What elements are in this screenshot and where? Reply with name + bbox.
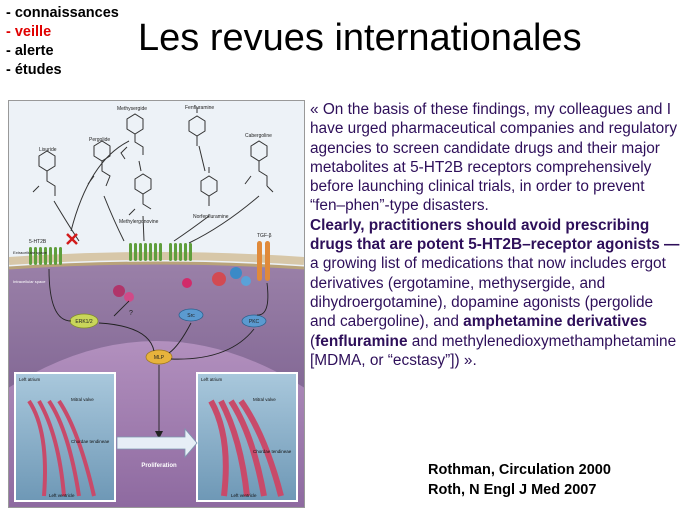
topic-list: - connaissances - veille - alerte - étud… xyxy=(6,4,119,80)
label-left-atrium-b: Left atrium xyxy=(201,377,223,382)
label-src: Src xyxy=(187,313,195,319)
quote-text: « On the basis of these findings, my col… xyxy=(310,100,682,370)
drug-structures xyxy=(32,107,274,216)
topic-veille: - veille xyxy=(6,24,52,40)
label-norfenfluramine: Norfenfluramine xyxy=(193,214,229,220)
label-left-atrium-a: Left atrium xyxy=(19,377,41,382)
drug-arrows xyxy=(53,140,260,244)
reference-2: Roth, N Engl J Med 2007 xyxy=(428,482,597,498)
blocked-mark-icon xyxy=(66,233,78,245)
label-fenfluramine: Fenfluramine xyxy=(185,105,214,111)
references: Rothman, Circulation 2000 Roth, N Engl J… xyxy=(428,460,611,500)
label-intracellular: Intracellular space xyxy=(13,279,46,284)
topic-connaissances: - connaissances xyxy=(6,5,119,21)
label-methylergonovine: Methylergonovine xyxy=(119,219,159,225)
quote-text-2: a growing list of medications that now i… xyxy=(310,255,666,331)
quote-text-3: ( xyxy=(310,332,316,350)
label-mlp: MLP xyxy=(154,355,165,361)
signaling-proteins xyxy=(69,267,267,365)
receptors xyxy=(29,241,270,281)
extracellular-region xyxy=(9,101,304,271)
label-question: ? xyxy=(129,310,133,317)
label-receptor: 5-HT2B xyxy=(29,239,47,245)
reference-1: Rothman, Circulation 2000 xyxy=(428,462,611,478)
heart-panel-right xyxy=(196,372,298,502)
label-tgf: TGF-β xyxy=(257,233,272,239)
quote-emphasis-3: fenfluramine xyxy=(315,332,408,350)
proliferation-arrow-icon xyxy=(116,427,198,459)
label-erk: ERK1/2 xyxy=(75,319,92,325)
mechanism-figure: Lisuride Pergolide Methysergide Methyler… xyxy=(8,100,305,508)
signaling-arrows xyxy=(48,268,269,431)
label-left-ventricle-a: Left ventricle xyxy=(49,493,75,498)
quote-emphasis-2: amphetamine derivatives xyxy=(463,313,648,331)
label-mitral-valve-a: Mitral valve xyxy=(71,397,94,402)
label-proliferation: Proliferation xyxy=(141,463,177,469)
quote-text-4: and methylenedioxymethamphetamine [MDMA,… xyxy=(310,332,677,369)
heart-panel-left xyxy=(14,372,116,502)
label-chordae-b: Chordae tendineae xyxy=(253,449,292,454)
mechanism-diagram: Lisuride Pergolide Methysergide Methyler… xyxy=(9,101,304,507)
slide-title: Les revues internationales xyxy=(138,17,582,59)
label-lisuride: Lisuride xyxy=(39,147,57,153)
topic-etudes: - études xyxy=(6,62,62,78)
label-extracellular: Extracellular space xyxy=(13,250,48,255)
quote-paragraph-1: « On the basis of these findings, my col… xyxy=(310,101,678,215)
label-pergolide: Pergolide xyxy=(89,137,110,143)
label-chordae-a: Chordae tendineae xyxy=(71,439,110,444)
label-left-ventricle-b: Left ventricle xyxy=(231,493,257,498)
label-methysergide: Methysergide xyxy=(117,106,147,112)
label-cabergoline: Cabergoline xyxy=(245,133,272,139)
topic-alerte: - alerte xyxy=(6,43,54,59)
label-pkc: PKC xyxy=(249,319,260,325)
quote-emphasis-1: Clearly, practitioners should avoid pres… xyxy=(310,216,680,254)
label-mitral-valve-b: Mitral valve xyxy=(253,397,276,402)
